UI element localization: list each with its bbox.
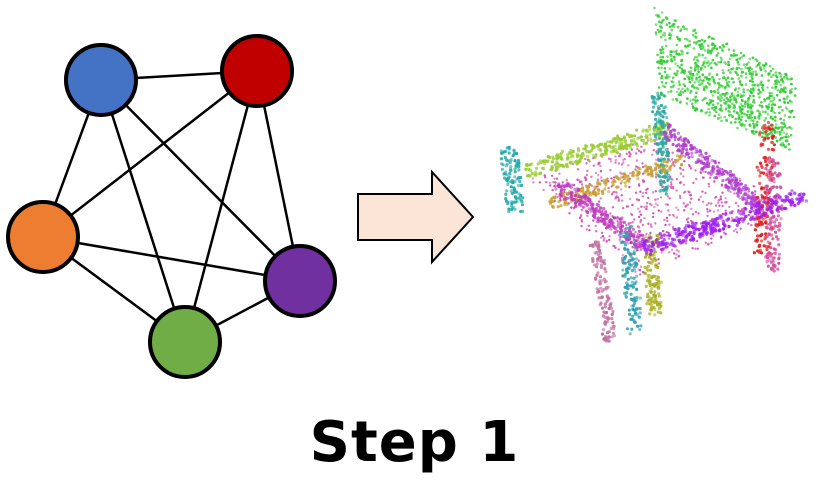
graph-edges bbox=[41, 69, 302, 344]
graph-node-red bbox=[220, 34, 294, 108]
chair-part-rail-left bbox=[553, 181, 645, 250]
graph-node-orange bbox=[6, 200, 80, 274]
chair-part-rail-mid bbox=[548, 154, 684, 209]
chair-part-leg-back-right bbox=[764, 158, 784, 273]
graph-edge-orange-purple bbox=[42, 235, 301, 283]
graph bbox=[6, 34, 337, 379]
graph-edge-red-orange bbox=[42, 70, 258, 238]
chair-part-rail-right bbox=[662, 122, 760, 206]
chair-part-rail-front bbox=[641, 189, 809, 256]
chair-part-leg-front-mid bbox=[619, 224, 643, 336]
graph-nodes bbox=[6, 34, 337, 379]
chair-part-leg-side-left bbox=[499, 145, 525, 214]
graph-node-purple bbox=[263, 244, 337, 318]
graph-node-blue bbox=[64, 43, 138, 117]
chair-part-backrest bbox=[653, 6, 797, 151]
right-arrow-icon bbox=[357, 169, 475, 265]
graph-edge-red-green bbox=[183, 70, 259, 343]
graph-node-green bbox=[148, 305, 222, 379]
step-caption: Step 1 bbox=[309, 410, 520, 475]
chair-part-leg-front-left bbox=[588, 240, 617, 343]
graph-edge-blue-green bbox=[99, 79, 187, 343]
chair-point-cloud bbox=[499, 6, 809, 343]
graph-edge-blue-purple bbox=[100, 79, 301, 282]
